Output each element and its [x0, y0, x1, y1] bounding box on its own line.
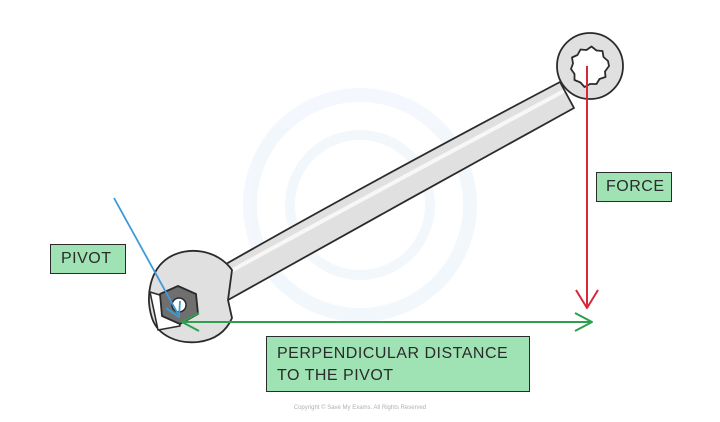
- distance-label-line-1: PERPENDICULAR DISTANCE: [277, 345, 509, 362]
- distance-arrow: [181, 312, 593, 332]
- pivot-label: PIVOT: [50, 244, 126, 274]
- force-arrow: [575, 66, 599, 309]
- pivot-pointer-arrow: [113, 197, 181, 318]
- wrench-ring-end: [556, 32, 624, 100]
- distance-label-line-2: TO THE PIVOT: [277, 367, 394, 384]
- wrench-handle-highlight: [220, 90, 564, 278]
- ring-socket: [570, 45, 610, 88]
- copyright-notice: Copyright © Save My Exams. All Rights Re…: [293, 405, 427, 411]
- watermark-logo: [243, 88, 477, 322]
- force-label: FORCE: [596, 172, 672, 202]
- perpendicular-distance-label: PERPENDICULAR DISTANCE TO THE PIVOT: [266, 336, 530, 392]
